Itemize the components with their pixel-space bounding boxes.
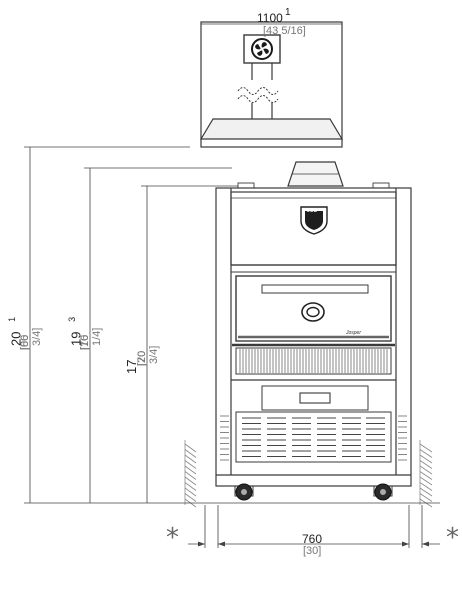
hatch-line [184, 449, 197, 458]
oven-door [235, 275, 392, 342]
mid-height-inches-b: [10 [79, 334, 91, 350]
hatch-line [184, 487, 197, 497]
hood-width-label: 1100 [257, 11, 283, 25]
clearance-marker-right: * [446, 523, 459, 553]
hood-width-inches: [43 5/16] [263, 25, 306, 37]
hatch-line [419, 465, 433, 475]
hood-width-sup: 1 [285, 7, 291, 18]
badge-text: JOS [307, 208, 318, 214]
grill-band [235, 347, 392, 375]
duct-break-line [237, 95, 279, 103]
hatch-line [184, 465, 197, 475]
base-width-inches: [30] [303, 545, 322, 557]
wheel-right [374, 483, 392, 501]
door-handle [261, 284, 369, 294]
mid-height-frac: 1/4] [91, 327, 103, 346]
total-height-frac: 3/4] [31, 327, 43, 346]
door-knob-icon [301, 302, 325, 322]
body-height-inches-b: [20 [136, 350, 148, 366]
wall-hatch-left [184, 443, 197, 508]
hatch-line [184, 493, 197, 502]
top-lug-right [372, 182, 390, 189]
hatch-line [419, 443, 433, 453]
oven-cabinet [215, 187, 412, 487]
hatch-line [184, 476, 197, 486]
mid-height-inches-overlay: [10 [79, 334, 91, 350]
hatch-line [184, 460, 197, 469]
top-lug-left [237, 182, 255, 189]
oven-unit [215, 161, 412, 497]
hatch-line [184, 482, 197, 491]
duct-break-line [237, 87, 279, 95]
vent-section [235, 411, 392, 463]
brand-text: Josper [346, 330, 362, 336]
hatch-line [419, 449, 433, 458]
base-width-label: 760 [302, 532, 323, 546]
hatch-line [184, 443, 197, 453]
grill-bars [239, 349, 388, 373]
control-panel [261, 385, 369, 411]
hatch-line [419, 471, 433, 480]
wheel-left [235, 483, 253, 501]
hatch-line [419, 460, 433, 469]
body-height-frac: 3/4] [148, 345, 160, 364]
hood-outer-frame [200, 21, 343, 148]
hatch-line [419, 476, 433, 486]
height-dimensions [24, 146, 440, 504]
total-height-sup: 1 [7, 316, 17, 322]
hatch-line [184, 471, 197, 480]
fan-box [243, 34, 281, 64]
total-height-inches-overlay: [06 [19, 334, 31, 350]
hatch-line [419, 487, 433, 497]
mid-height-sup: 3 [67, 316, 77, 322]
side-slats [220, 415, 407, 461]
dimension-arrows [198, 541, 429, 547]
base-width-dimension [188, 505, 440, 548]
display-window [299, 392, 331, 404]
vent-slats [242, 417, 385, 457]
hood-canopy [199, 118, 344, 140]
clearance-marker-left: * [166, 523, 179, 553]
total-height-inches-b: [06 [19, 334, 31, 350]
brand-badge-icon [300, 206, 328, 235]
hatch-line [419, 482, 433, 491]
fan-icon [251, 38, 273, 60]
wall-hatch-right [419, 443, 433, 508]
hatch-line [184, 454, 197, 464]
hatch-line [419, 454, 433, 464]
hatch-line [419, 493, 433, 502]
body-height-inches-overlay: [20 [136, 350, 148, 366]
extraction-hood [199, 21, 344, 148]
